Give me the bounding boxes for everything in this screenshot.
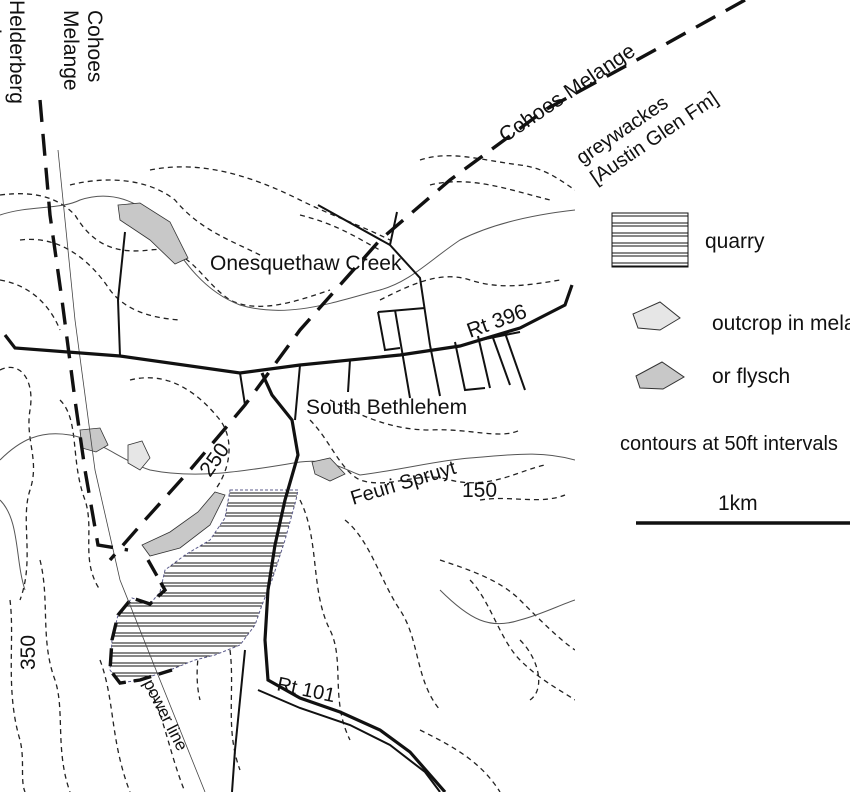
contour-line [99, 659, 131, 792]
side-road [294, 364, 301, 421]
legend-outcrop-light-swatch [632, 301, 681, 331]
legend-contours-label: contours at 50ft intervals [620, 433, 838, 455]
side-road [239, 372, 246, 406]
quarry-rim [108, 559, 173, 685]
contour-line [344, 519, 441, 711]
contour-line [0, 366, 35, 601]
contour-line [479, 494, 566, 501]
outcrop-patch [117, 202, 189, 265]
feuri-spruyt-line [0, 433, 575, 476]
fault-line-west [38, 99, 129, 552]
map-labels: Cohoes Melange Helderberg carbonates Coh… [0, 0, 722, 754]
legend: quarry outcrop in melange or flysch cont… [611, 212, 850, 525]
helderberg-label-line2: carbonates [0, 0, 4, 104]
streams [0, 195, 575, 625]
contour-line [429, 181, 551, 201]
helderberg-label-line1: Helderberg [5, 0, 28, 104]
roads [3, 204, 574, 792]
village-street [389, 244, 431, 346]
quarry-area [109, 489, 299, 684]
onesquethaw-creek-label: Onesquethaw Creek [210, 252, 402, 275]
south-bethlehem-label: South Bethlehem [306, 396, 467, 419]
contour-line [69, 179, 261, 256]
contour-line [39, 559, 71, 792]
village-street [377, 307, 426, 313]
cohoes-label-line1: Cohoes [83, 10, 106, 82]
power-line [57, 149, 206, 792]
village-street [394, 309, 411, 399]
contour-line [299, 214, 381, 251]
village-street [454, 341, 486, 392]
helderberg-label: Helderberg carbonates [0, 0, 28, 110]
contour-label-350: 350 [17, 635, 40, 670]
rt101-road-parallel [257, 689, 441, 792]
outcrop-patch [141, 491, 226, 557]
outcrop-patch [127, 440, 151, 471]
side-road [116, 231, 126, 357]
contour-line [299, 499, 351, 741]
contour-line [379, 276, 561, 301]
contour-label-150: 150 [462, 479, 497, 502]
contour-line [129, 377, 230, 491]
contour-line [0, 193, 331, 307]
village-street [377, 311, 401, 352]
village-street [477, 335, 491, 389]
rt101-road [260, 372, 447, 792]
contour-line [419, 729, 501, 792]
contour-line [329, 399, 521, 435]
legend-quarry-swatch [611, 212, 689, 268]
village-street [504, 332, 526, 391]
contour-line [149, 166, 391, 241]
stream-line [439, 589, 575, 625]
outcrop-patch [311, 457, 346, 482]
contour-line [519, 639, 540, 701]
power-line-label: power line [139, 676, 191, 754]
contour-line [149, 689, 186, 792]
contour-line [0, 279, 61, 331]
village-street [479, 331, 521, 341]
stream-line [0, 499, 26, 591]
contour-line [19, 238, 181, 321]
outcrop-patch [79, 427, 109, 453]
contour-line [439, 559, 575, 651]
side-road [347, 359, 351, 393]
legend-outcrop-dark-swatch [635, 361, 685, 390]
contour-line [309, 419, 546, 484]
contour-line [229, 649, 241, 771]
legend-scale-label: 1km [718, 492, 758, 515]
cohoes-label-line2: Melange [59, 10, 82, 91]
feuri-spruyt-label: Feuri Spruyt [348, 457, 459, 510]
contour-line [9, 599, 26, 792]
cohoes-melange-left-label: Cohoes Melange [59, 10, 106, 91]
onesquethaw-creek-line [0, 195, 575, 311]
legend-outcrop-label: outcrop in melange [712, 312, 850, 335]
village-street [491, 334, 511, 386]
legend-quarry-label: quarry [705, 230, 765, 253]
village-street [429, 344, 441, 397]
contour-line [469, 579, 575, 701]
side-road [231, 649, 246, 792]
legend-flysch-label: or flysch [712, 365, 790, 388]
